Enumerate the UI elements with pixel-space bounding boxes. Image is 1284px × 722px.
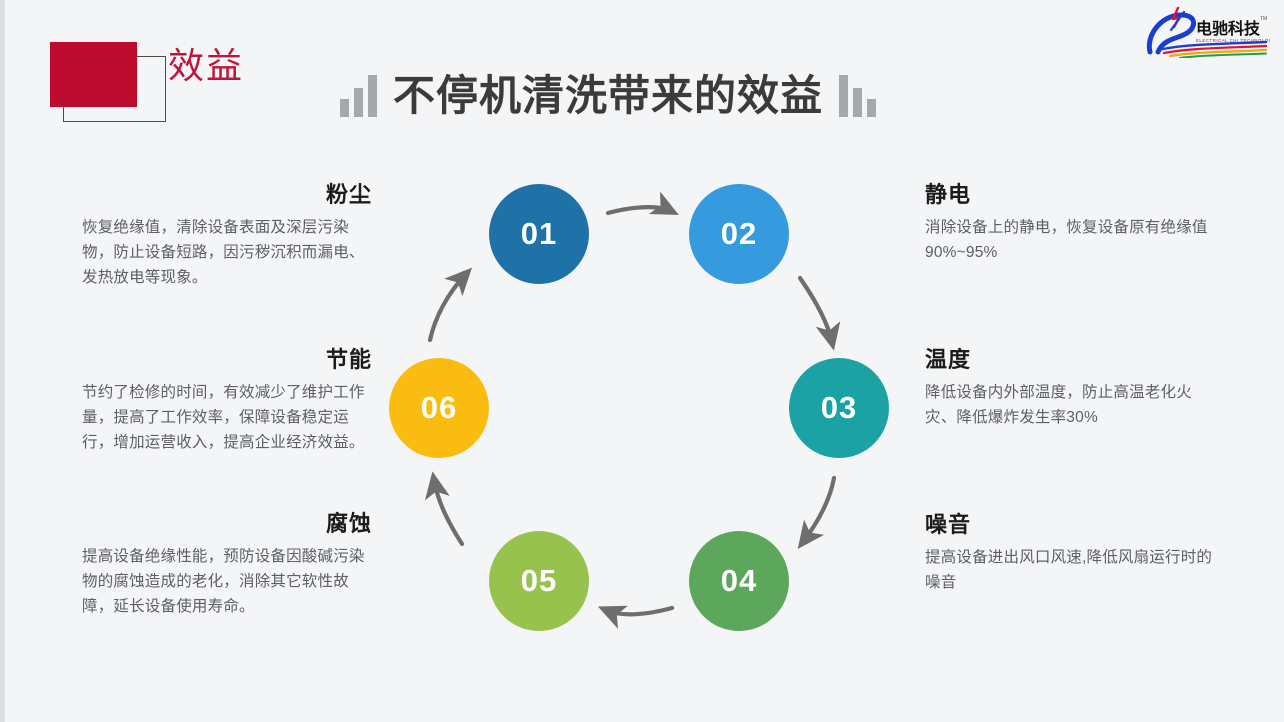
benefit-item-corrosion-title: 腐蚀 xyxy=(325,511,372,536)
benefit-item-temperature-title: 温度 xyxy=(925,347,972,372)
cycle-node-01[interactable]: 01 xyxy=(489,184,589,284)
svg-text:电驰科技: 电驰科技 xyxy=(1196,19,1261,38)
cycle-node-05[interactable]: 05 xyxy=(489,531,589,631)
bar-chart-ascending-icon xyxy=(340,75,377,117)
company-logo: 电驰科技 ELECTRICAL CHI TECHNOLOGY TM xyxy=(1140,6,1276,59)
benefit-item-dust-title: 粉尘 xyxy=(325,182,372,207)
cycle-node-04-label: 04 xyxy=(720,563,758,598)
arrow-06-to-01 xyxy=(427,267,473,343)
benefit-item-energy-saving-title: 节能 xyxy=(325,347,372,372)
cycle-node-02[interactable]: 02 xyxy=(689,184,789,284)
cycle-node-06-label: 06 xyxy=(420,390,458,425)
arrow-05-to-06 xyxy=(424,471,465,547)
benefit-item-static-electricity-body: 消除设备上的静电，恢复设备原有绝缘值90%~95% xyxy=(925,219,1208,262)
page-title-text: 不停机清洗带来的效益 xyxy=(393,72,824,119)
benefit-item-noise: 噪音 提高设备进出风口风速,降低风扇运行时的噪音 xyxy=(925,512,1215,595)
logo-artwork: 电驰科技 ELECTRICAL CHI TECHNOLOGY TM xyxy=(1146,6,1276,59)
cycle-node-04[interactable]: 04 xyxy=(689,531,789,631)
cycle-diagram: 01 02 03 04 05 06 xyxy=(380,162,889,662)
cycle-node-03[interactable]: 03 xyxy=(789,358,889,458)
cycle-node-01-label: 01 xyxy=(520,216,558,251)
section-badge-label: 效益 xyxy=(168,45,245,86)
benefit-item-dust-body: 恢复绝缘值，清除设备表面及深层污染物，防止设备短路，因污秽沉积而漏电、发热放电等… xyxy=(82,219,365,287)
benefit-item-corrosion: 腐蚀 提高设备绝缘性能，预防设备因酸碱污染物的腐蚀造成的老化，消除其它软性故障，… xyxy=(82,511,372,620)
page-title: 不停机清洗带来的效益 xyxy=(340,68,877,124)
left-edge-strip xyxy=(0,0,5,722)
benefit-item-corrosion-body: 提高设备绝缘性能，预防设备因酸碱污染物的腐蚀造成的老化，消除其它软性故障，延长设… xyxy=(82,548,365,616)
benefit-item-temperature-body: 降低设备内外部温度，防止高温老化火灾、降低爆炸发生率30% xyxy=(925,384,1192,427)
svg-text:TM: TM xyxy=(1260,16,1267,22)
cycle-node-02-label: 02 xyxy=(720,216,758,251)
bar-chart-descending-icon xyxy=(839,75,877,117)
cycle-node-03-label: 03 xyxy=(820,390,858,425)
arrow-03-to-04 xyxy=(797,475,837,550)
cycle-node-06[interactable]: 06 xyxy=(389,358,489,458)
benefit-item-temperature: 温度 降低设备内外部温度，防止高温老化火灾、降低爆炸发生率30% xyxy=(925,347,1215,430)
benefit-item-noise-title: 噪音 xyxy=(925,512,972,537)
benefit-item-static-electricity: 静电 消除设备上的静电，恢复设备原有绝缘值90%~95% xyxy=(925,182,1215,265)
benefit-item-energy-saving-body: 节约了检修的时间，有效减少了维护工作量，提高了工作效率，保障设备稳定运行，增加运… xyxy=(82,384,365,452)
svg-text:ELECTRICAL CHI TECHNOLOGY: ELECTRICAL CHI TECHNOLOGY xyxy=(1196,38,1270,43)
arrow-01-to-02 xyxy=(605,191,679,216)
badge-filled-square xyxy=(50,42,137,107)
benefit-item-dust: 粉尘 恢复绝缘值，清除设备表面及深层污染物，防止设备短路，因污秽沉积而漏电、发热… xyxy=(82,182,372,291)
arrow-02-to-03 xyxy=(797,275,841,351)
benefit-item-energy-saving: 节能 节约了检修的时间，有效减少了维护工作量，提高了工作效率，保障设备稳定运行，… xyxy=(82,347,372,456)
arrow-04-to-05 xyxy=(597,605,675,629)
section-badge xyxy=(50,42,170,124)
cycle-node-05-label: 05 xyxy=(520,563,558,598)
benefit-item-noise-body: 提高设备进出风口风速,降低风扇运行时的噪音 xyxy=(925,549,1213,592)
benefit-item-static-electricity-title: 静电 xyxy=(925,182,972,207)
